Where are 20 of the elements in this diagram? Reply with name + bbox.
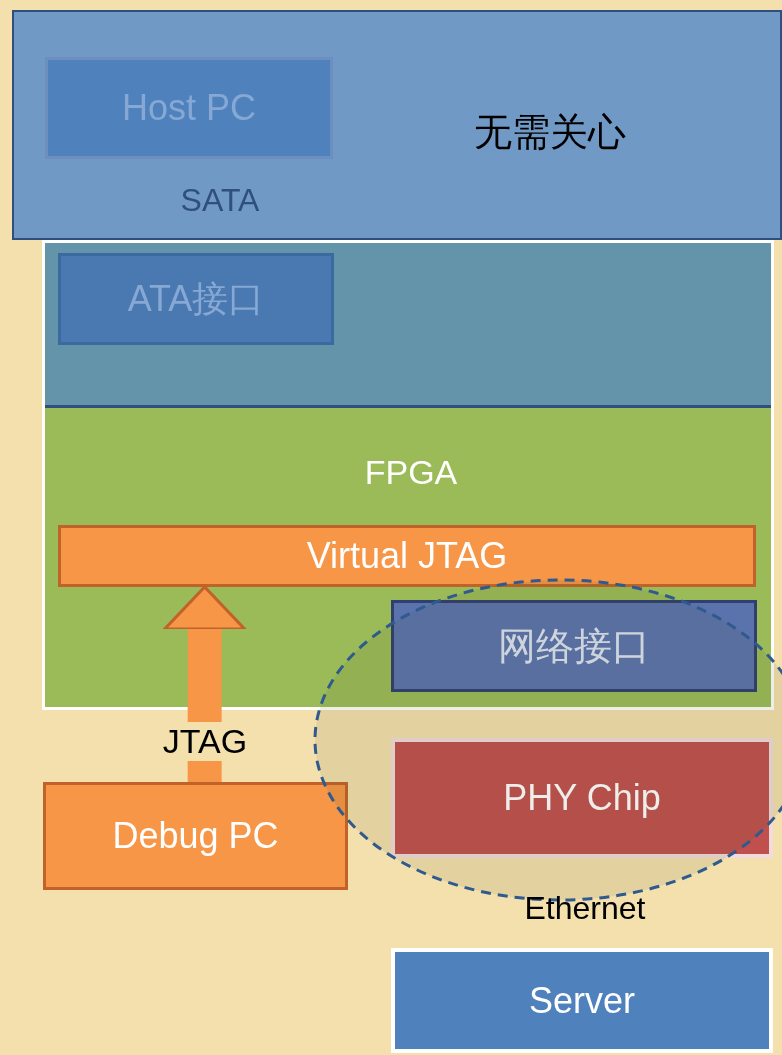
host-box: [45, 57, 333, 159]
network-interface-box: [391, 600, 757, 692]
server-box: [391, 948, 773, 1053]
box-label: Debug PC: [112, 815, 279, 857]
box-label: PHY Chip: [503, 777, 661, 819]
box-label: ATA接口: [127, 276, 265, 321]
overlay-panel: [12, 10, 782, 240]
phy-chip-box: [391, 738, 773, 858]
group-title: FPGA: [363, 453, 459, 492]
bus-label: Ethernet: [523, 890, 647, 927]
fpga-box: [42, 240, 774, 710]
block-arrow: [163, 585, 247, 782]
box-label: 网络接口: [498, 623, 650, 669]
virtual-jtag-bar: [58, 525, 756, 587]
box-label: Server: [529, 979, 635, 1022]
interface-box: [58, 253, 334, 345]
debug-pc-box: [43, 782, 348, 890]
group-title: 无需关心: [474, 110, 626, 155]
bus-label: SATA: [179, 182, 261, 219]
box-label: Virtual JTAG: [306, 535, 508, 577]
